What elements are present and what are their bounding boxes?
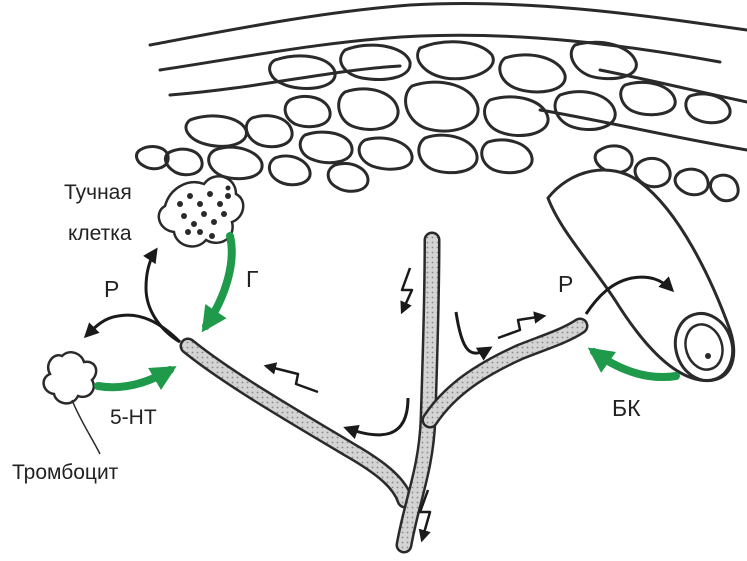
platelet-icon	[44, 352, 100, 454]
mast-cell-label-line1: Тучная	[64, 181, 132, 204]
skin-tissue-layer	[137, 4, 747, 201]
mast-cell-label-line2: клетка	[68, 222, 132, 245]
histamine-label: Г	[246, 266, 259, 292]
bradykinin-label: БК	[612, 395, 641, 421]
blood-vessel-icon	[548, 170, 741, 388]
platelet-label: Тромбоцит	[12, 461, 119, 484]
substance-p-label-right: Р	[558, 271, 573, 297]
serotonin-label: 5-НТ	[110, 406, 157, 429]
substance-p-label-left: Р	[104, 276, 119, 302]
